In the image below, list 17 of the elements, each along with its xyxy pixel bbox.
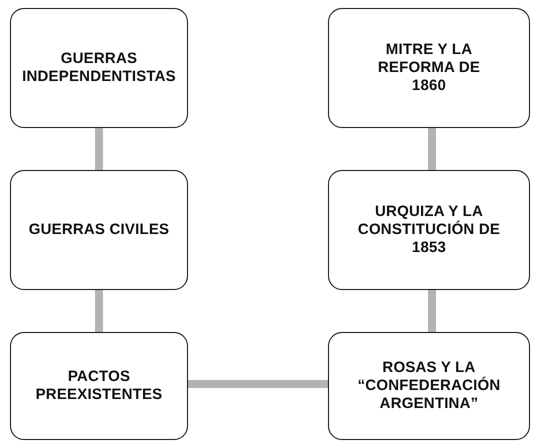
text-box — [328, 332, 530, 440]
text-box — [10, 332, 188, 440]
box-label: URQUIZA Y LA CONSTITUCIÓN DE 1853 — [356, 202, 502, 258]
connector-line — [95, 290, 103, 332]
connector-line — [428, 128, 436, 170]
text-box — [10, 170, 188, 290]
connector-line — [95, 128, 103, 170]
box-label: ROSAS Y LA “CONFEDERACIÓN ARGENTINA” — [356, 358, 502, 414]
connector-line — [188, 380, 328, 388]
connector-line — [428, 290, 436, 332]
text-box — [328, 170, 530, 290]
text-box — [328, 8, 530, 128]
box-label: MITRE Y LA REFORMA DE 1860 — [376, 40, 482, 96]
box-label: GUERRAS CIVILES — [28, 220, 170, 240]
text-box — [10, 8, 188, 128]
box-label: PACTOS PREEXISTENTES — [34, 368, 164, 404]
box-label: GUERRAS INDEPENDENTISTAS — [21, 50, 177, 86]
